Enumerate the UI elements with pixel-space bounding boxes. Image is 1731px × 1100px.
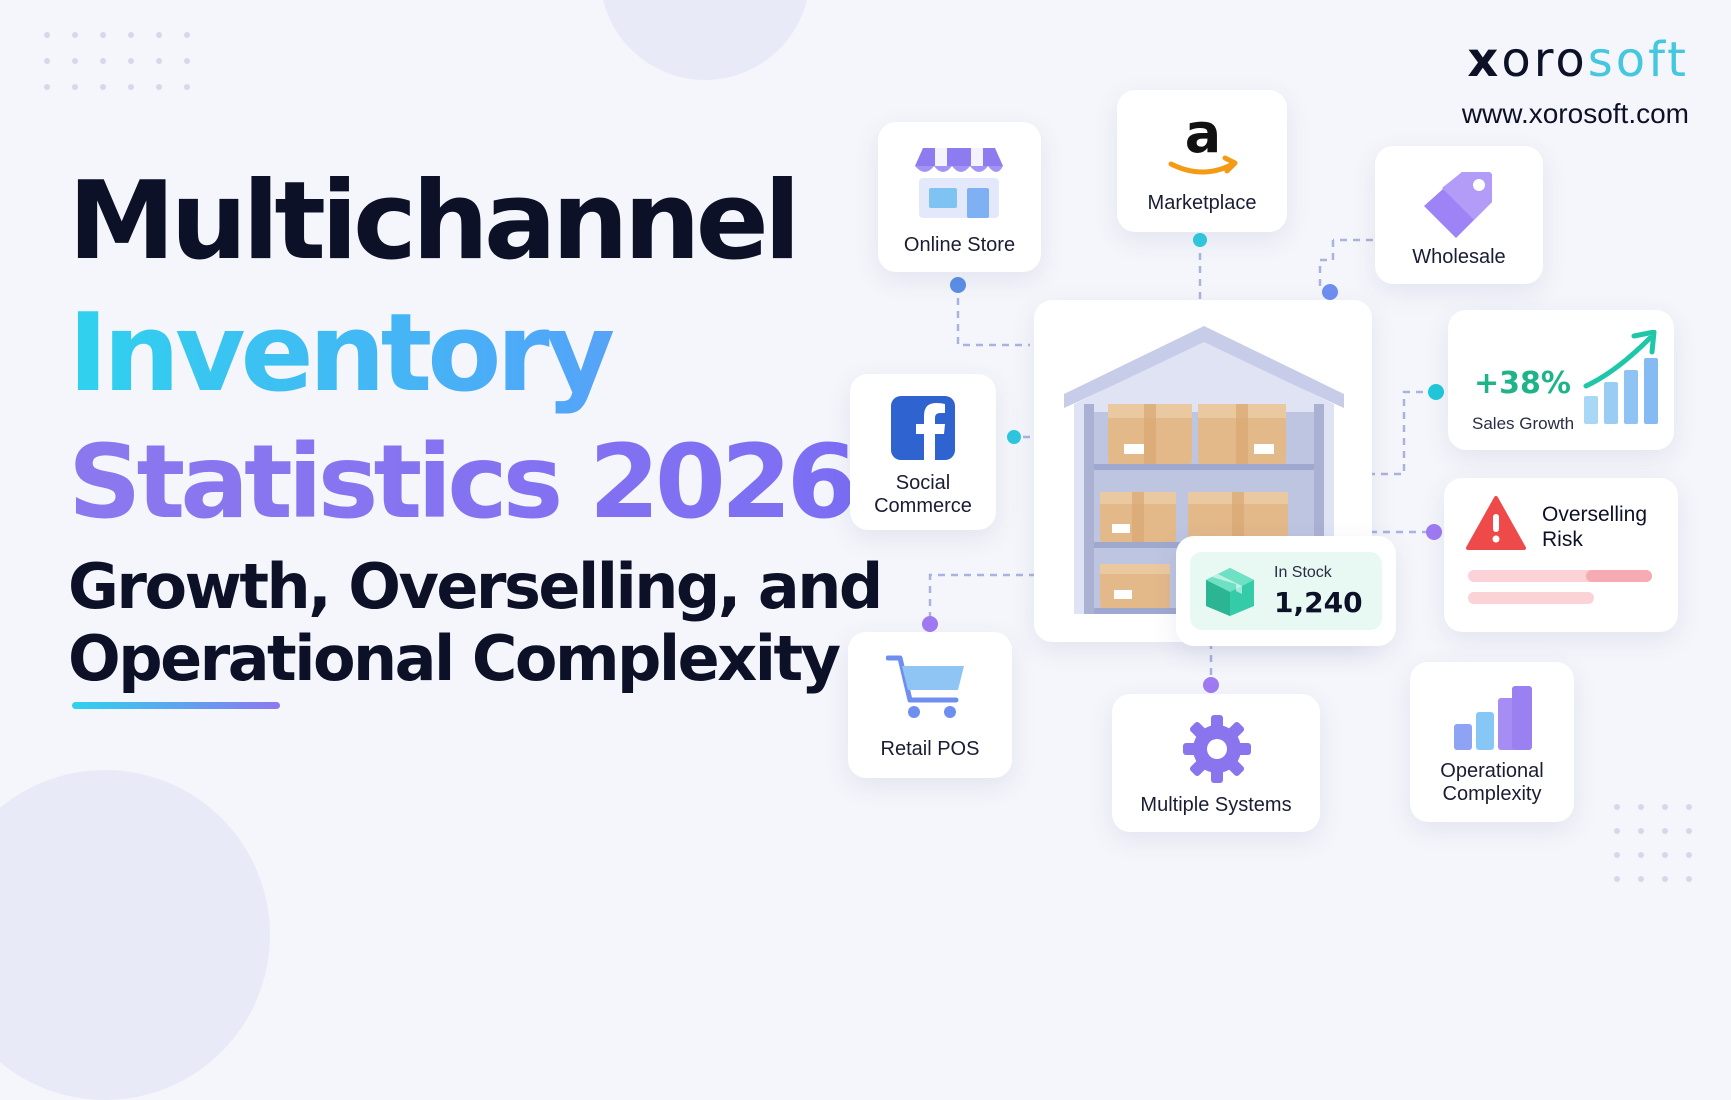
store-icon: [911, 144, 1007, 222]
overselling-risk-bar-1-fill: [1586, 570, 1652, 582]
overselling-risk-card: Overselling Risk: [1444, 478, 1678, 632]
social-commerce-label-line1: Social: [895, 472, 951, 494]
social-commerce-label: Social Commerce: [850, 472, 996, 518]
channel-card-operational-complexity: Operational Complexity: [1410, 662, 1574, 822]
sales-growth-label: Sales Growth: [1472, 414, 1575, 433]
social-commerce-label-line2: Commerce: [874, 495, 972, 517]
decorative-dots-top-left: [44, 32, 190, 90]
amazon-icon: a: [1163, 112, 1243, 180]
connector-lines: [922, 233, 1444, 693]
marketplace-label: Marketplace: [1147, 192, 1257, 214]
box-icon: [1204, 566, 1256, 618]
operational-complexity-label: Operational Complexity: [1410, 760, 1574, 806]
operational-complexity-label-line1: Operational: [1440, 760, 1544, 782]
overselling-risk-title-line1: Overselling: [1542, 503, 1648, 526]
overselling-risk-title-line2: Risk: [1542, 528, 1583, 552]
brand-wordmark-soft: soft: [1587, 32, 1689, 88]
in-stock-label: In Stock: [1274, 564, 1332, 581]
overselling-risk-title: Overselling Risk: [1542, 502, 1647, 552]
shopping-cart-icon: [886, 654, 968, 720]
retail-pos-label: Retail POS: [880, 738, 980, 760]
decorative-dots-bottom-right: [1614, 804, 1692, 882]
multiple-systems-label: Multiple Systems: [1140, 794, 1292, 816]
channel-card-social-commerce: Social Commerce: [850, 374, 996, 530]
channel-card-retail-pos: Retail POS: [848, 632, 1012, 778]
channel-card-marketplace: a Marketplace: [1117, 90, 1287, 232]
svg-text:a: a: [1185, 112, 1221, 165]
facebook-icon: [891, 396, 955, 460]
brand-wordmark: xorosoft: [1462, 36, 1689, 84]
channel-card-online-store: Online Store: [878, 122, 1041, 272]
headline-line-1: Multichannel: [68, 159, 801, 284]
gear-icon: [1182, 714, 1252, 784]
headline-accent-bar: [72, 702, 280, 709]
in-stock-card: In Stock 1,240: [1176, 536, 1396, 646]
headline-line-3: Statistics 2026:: [68, 432, 894, 556]
operational-complexity-label-line2: Complexity: [1442, 783, 1542, 805]
price-tag-icon: [1422, 166, 1496, 240]
online-store-label: Online Store: [903, 234, 1016, 256]
bar-chart-icon: [1452, 684, 1534, 752]
channel-card-wholesale: Wholesale: [1375, 146, 1543, 284]
trend-arrow-icon: [1582, 330, 1662, 426]
headline-line-4: Growth, Overselling, and: [68, 550, 883, 623]
sales-growth-value: +38%: [1474, 366, 1571, 401]
channel-card-multiple-systems: Multiple Systems: [1112, 694, 1320, 832]
headline: Multichannel Inventory Statistics 2026: …: [68, 159, 894, 700]
brand-wordmark-oro: oro: [1501, 32, 1588, 88]
warning-icon: [1466, 496, 1526, 550]
brand-url: www.xorosoft.com: [1461, 98, 1689, 129]
connector-dots: [922, 233, 1444, 693]
brand-wordmark-x: x: [1467, 32, 1502, 88]
wholesale-label: Wholesale: [1412, 246, 1506, 268]
sales-growth-card: +38% Sales Growth: [1448, 310, 1674, 450]
brand-logo: xorosoft www.xorosoft.com: [1462, 36, 1689, 130]
headline-line-2: Inventory: [68, 300, 868, 432]
in-stock-value: 1,240: [1274, 586, 1363, 619]
overselling-risk-bar-2: [1468, 592, 1594, 604]
headline-line-5: Operational Complexity: [68, 622, 841, 695]
